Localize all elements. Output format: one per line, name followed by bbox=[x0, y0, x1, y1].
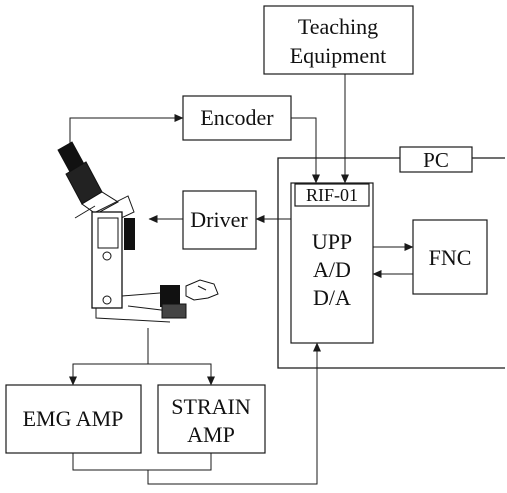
emg-amp-box: EMG AMP bbox=[5, 384, 142, 454]
board-label-upp: UPP bbox=[312, 229, 352, 254]
pc-label-box: PC bbox=[399, 146, 473, 173]
arrow-amps-to-board bbox=[72, 343, 317, 485]
strain-amp-label-2: AMP bbox=[187, 422, 235, 447]
teaching-equipment-label-2: Equipment bbox=[290, 43, 387, 68]
pc-enclosure bbox=[277, 157, 505, 369]
fnc-box: FNC bbox=[412, 219, 488, 295]
teaching-equipment-box: Teaching Equipment bbox=[263, 5, 414, 75]
driver-label: Driver bbox=[190, 207, 248, 232]
emg-amp-label: EMG AMP bbox=[23, 406, 124, 431]
hand-finger bbox=[197, 285, 207, 291]
rif-label: RIF-01 bbox=[306, 185, 358, 205]
arrow-split-to-strain bbox=[148, 363, 215, 386]
hand bbox=[185, 279, 219, 301]
encoder-label: Encoder bbox=[200, 105, 274, 130]
wrist-block bbox=[161, 303, 187, 319]
strain-amp-box: STRAIN AMP bbox=[157, 384, 266, 454]
arrow-robot-to-encoder bbox=[69, 114, 184, 147]
arrow-encoder-to-rif bbox=[291, 117, 320, 184]
driver-box: Driver bbox=[182, 190, 257, 250]
pc-label: PC bbox=[423, 148, 449, 172]
forearm-lower bbox=[95, 308, 171, 323]
strain-amp-label-1: STRAIN bbox=[171, 394, 251, 419]
elbow-bolt-1 bbox=[102, 251, 112, 261]
elbow-bolt-2 bbox=[102, 295, 112, 305]
wrist-sensor bbox=[160, 285, 180, 307]
elbow-sensor bbox=[124, 218, 135, 250]
elbow-panel bbox=[97, 217, 119, 249]
teaching-equipment-label-1: Teaching bbox=[298, 14, 378, 39]
robot-arm-illustration bbox=[57, 141, 219, 323]
interface-board: RIF-01 UPP A/D D/A bbox=[290, 182, 374, 344]
board-label-da: D/A bbox=[313, 285, 351, 310]
board-label-ad: A/D bbox=[313, 257, 351, 282]
upper-link-2 bbox=[74, 205, 96, 219]
encoder-box: Encoder bbox=[182, 95, 292, 141]
arrow-robot-to-amps bbox=[69, 328, 149, 386]
fnc-label: FNC bbox=[429, 245, 472, 270]
